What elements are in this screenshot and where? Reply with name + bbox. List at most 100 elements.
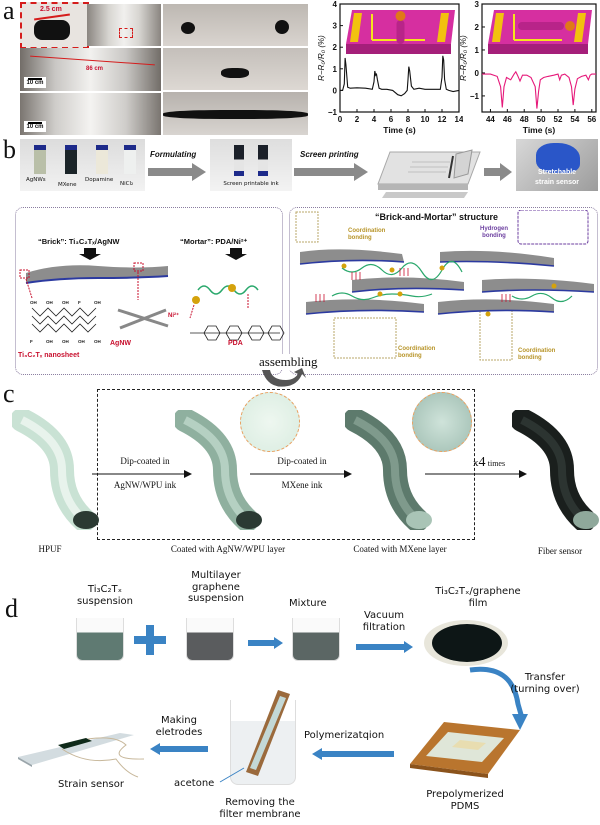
coordination-bonding-label-3: Coordination bonding <box>518 348 556 361</box>
fiber-hpuf <box>12 410 99 530</box>
plus-icon <box>134 625 166 655</box>
y-tick-label: 2 <box>333 43 338 52</box>
transfer-line2: (turning over) <box>510 683 580 695</box>
y-tick-label: 0 <box>333 86 338 95</box>
coordination-bonding-label-2: Coordination bonding <box>398 346 436 359</box>
scale-bar-2-label: 10 cm <box>26 124 44 130</box>
inset-dimension-label: 2.5 cm <box>40 6 62 13</box>
photo-hands-1 <box>163 4 308 46</box>
brick-title: “Brick”: Ti₃C₂Tₓ/AgNW <box>38 237 120 246</box>
sensor-label-line1: Stretchable <box>537 169 577 176</box>
scale-bar-1: 10 cm <box>24 77 46 88</box>
vial-label-nicl2: NiCl₂ <box>120 181 134 187</box>
label-mxene-coated: Coated with MXene layer <box>353 544 447 554</box>
beaker-graphene <box>186 618 234 661</box>
step1-line2: AgNW/WPU ink <box>113 480 177 490</box>
svg-text:F: F <box>78 300 81 305</box>
x-tick-label: 50 <box>537 115 546 124</box>
step-screen-printing-label: Screen printing <box>300 150 359 159</box>
strain-sensor-illustration <box>18 733 145 778</box>
x-tick-label: 12 <box>438 115 447 124</box>
pdms-slab <box>410 722 520 778</box>
vial-nicl2 <box>124 145 136 174</box>
svg-text:OH: OH <box>94 339 101 344</box>
stretch-length-label: 86 cm <box>86 66 104 72</box>
fiber-agnw-coated <box>175 410 262 530</box>
y-tick-label: 1 <box>333 65 338 74</box>
mixture-label: Mixture <box>289 598 327 609</box>
black-material <box>221 68 249 78</box>
mortar-title: “Mortar”: PDA/Ni²⁺ <box>180 237 248 246</box>
label-hpuf: HPUF <box>38 544 62 554</box>
vial-dopamine <box>96 145 108 174</box>
fiber-sensor <box>512 410 599 530</box>
coordination-bonding-label-1: Coordination bonding <box>348 228 386 241</box>
vial-mxene <box>65 145 77 174</box>
scale-bar-2: 10 cm <box>24 121 46 132</box>
electrode-left <box>350 13 362 42</box>
y-tick-label: 1 <box>475 46 480 55</box>
svg-text:OH: OH <box>94 300 101 305</box>
ni-label: Ni²⁺ <box>168 313 180 319</box>
polymerization-label: Polymerizatqion <box>304 730 385 741</box>
repeat-x: x <box>473 457 479 469</box>
series-line <box>340 55 460 97</box>
black-material <box>275 20 289 34</box>
x-tick-label: 54 <box>570 115 579 124</box>
panel-a-label: a <box>3 0 15 25</box>
arrow-polymerization <box>312 748 394 760</box>
substrate-side <box>488 44 588 54</box>
scale-bar-1-label: 10 cm <box>26 80 44 86</box>
membrane-in-acetone <box>246 690 290 776</box>
y-tick-label: 3 <box>333 22 338 31</box>
stretch-line <box>30 55 155 66</box>
y-axis-label: R−R₀/R₀ (%) <box>318 35 326 81</box>
removing-membrane-label: Removing the filter membrane <box>210 797 310 820</box>
graphene-suspension-label: Multilayer graphene suspension <box>176 570 256 605</box>
x-tick-label: 0 <box>338 115 343 124</box>
blue-glove <box>536 143 580 173</box>
hydrogen-bonding-label: Hydrogen bonding <box>479 226 508 239</box>
ball <box>565 21 575 31</box>
x-tick-label: 8 <box>406 115 411 124</box>
vial-agnws <box>34 145 46 174</box>
transfer-line1: Transfer <box>524 672 566 683</box>
ink-label: Screen printable ink <box>223 181 279 187</box>
plot-frame <box>481 3 597 113</box>
series-line <box>482 70 596 109</box>
removing-line1: Removing the <box>225 797 295 808</box>
dip-coating-process-box <box>97 389 475 540</box>
repeat-times: times <box>487 459 506 468</box>
step2-line1: Dip-coated in <box>277 456 327 466</box>
plot-frame <box>339 3 460 113</box>
screen-printer-illustration <box>377 149 481 198</box>
zoom-circle-mxene <box>412 392 472 452</box>
inset-illustration <box>346 10 455 54</box>
arrow-transfer <box>469 666 528 730</box>
svg-text:OH: OH <box>62 300 69 305</box>
svg-text:F: F <box>30 339 33 344</box>
x-tick-label: 48 <box>520 115 529 124</box>
ball <box>395 11 406 21</box>
groove <box>518 22 564 30</box>
pdms-label: Prepolymerized PDMS <box>405 789 525 812</box>
x-tick-label: 14 <box>455 115 463 124</box>
electrode-left <box>492 13 504 42</box>
step2-line2: MXene ink <box>281 480 323 490</box>
step1-line1: Dip-coated in <box>120 456 170 466</box>
photo-hands-2 <box>163 48 308 90</box>
pdms-line1: Prepolymerized <box>426 789 504 800</box>
black-material-stretched <box>163 110 308 119</box>
vial-label-dopamine: Dopamine <box>85 177 114 183</box>
substrate-side <box>346 44 451 54</box>
photo-person-1 <box>87 4 161 46</box>
assembling-arrow <box>262 368 306 387</box>
repeat-n: 4 <box>478 455 486 470</box>
x-tick-label: 52 <box>554 115 563 124</box>
electrode-right <box>574 13 586 42</box>
panel-b-label: b <box>3 135 16 164</box>
x-tick-label: 6 <box>389 115 394 124</box>
ti-suspension-line1: Ti₃C₂Tₓ <box>87 584 123 595</box>
